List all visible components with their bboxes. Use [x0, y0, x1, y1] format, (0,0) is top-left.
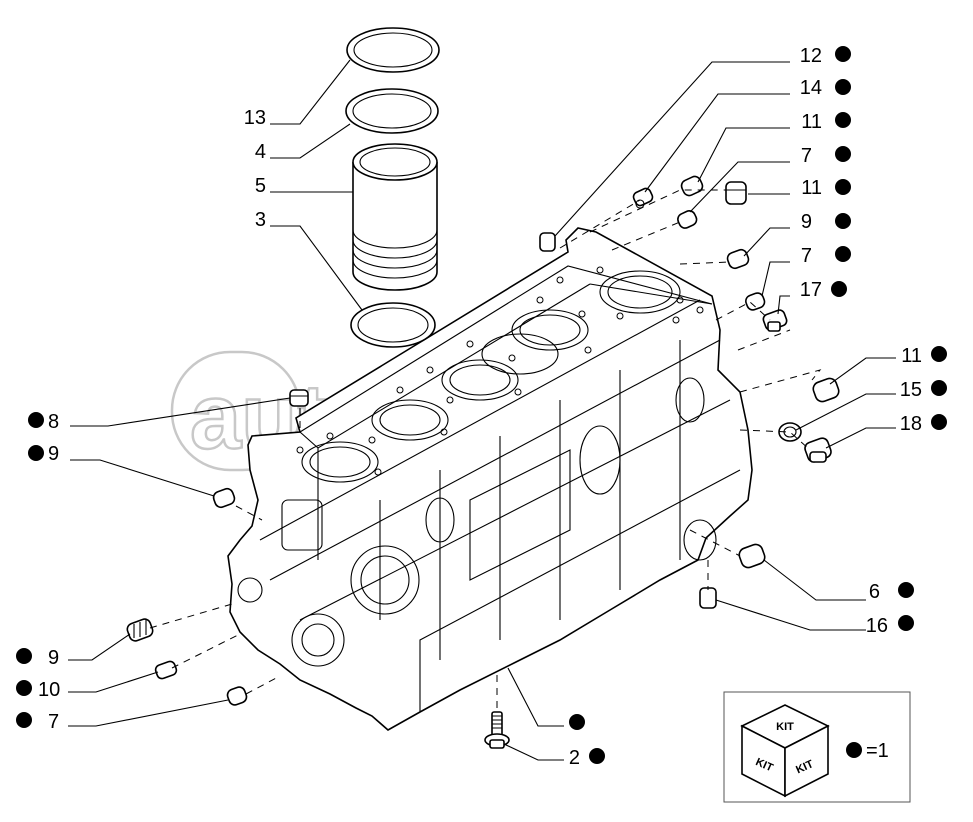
plug-9b [212, 487, 236, 509]
plug-7c [226, 686, 248, 706]
kit-dots [16, 46, 947, 764]
callout-7b: 7 [801, 245, 812, 267]
callout-18: 18 [900, 413, 922, 435]
callout-11a: 11 [801, 111, 822, 133]
callout-labels: 12 14 11 7 11 9 7 17 11 15 18 6 16 2 13 … [38, 45, 922, 769]
callout-9c: 9 [48, 647, 59, 669]
callout-6: 6 [869, 581, 880, 603]
kit-legend: KIT KIT KIT =1 [723, 691, 911, 803]
o-ring-4 [345, 88, 439, 134]
callout-16: 16 [866, 615, 888, 637]
plug-10 [154, 660, 178, 680]
plug-14 [632, 187, 654, 209]
o-ring-3 [350, 302, 436, 348]
cylinder-liner-5 [352, 143, 438, 291]
callout-2: 2 [569, 747, 580, 769]
plug-6 [738, 543, 766, 569]
assembly-lines [149, 189, 822, 708]
callout-14: 14 [800, 77, 822, 99]
dowel-12 [539, 232, 556, 252]
engine-block [227, 227, 753, 731]
callout-17: 17 [800, 279, 822, 301]
bushing-11b [725, 181, 747, 205]
plug-9a [726, 248, 750, 270]
callout-7a: 7 [801, 145, 812, 167]
callout-8: 8 [48, 411, 59, 433]
plug-11a [680, 175, 704, 197]
plug-parts [126, 175, 840, 749]
callout-15: 15 [900, 379, 922, 401]
callout-3: 3 [255, 209, 266, 231]
callout-7c: 7 [48, 711, 59, 733]
callout-11c: 11 [901, 345, 922, 367]
plug-18 [804, 437, 832, 463]
callout-9a: 9 [801, 211, 812, 233]
callout-12: 12 [800, 45, 822, 67]
plug-17 [762, 309, 788, 332]
legend-equals: =1 [866, 740, 889, 762]
kit-label-top: KIT [776, 721, 794, 733]
callout-4: 4 [255, 141, 266, 163]
callout-9b: 9 [48, 443, 59, 465]
legend-dot [846, 742, 862, 758]
plug-9c [126, 618, 154, 642]
dowel-16 [699, 587, 717, 609]
callout-13: 13 [244, 107, 266, 129]
callout-5: 5 [255, 175, 266, 197]
leader-lines [68, 59, 896, 761]
bolt-2 [484, 711, 510, 749]
plug-8 [289, 389, 309, 407]
plug-7b [745, 292, 766, 311]
plug-11c [812, 377, 840, 403]
callout-10: 10 [38, 679, 60, 701]
plug-7a [677, 210, 698, 229]
o-ring-13 [346, 27, 440, 73]
callout-11b: 11 [801, 177, 822, 199]
